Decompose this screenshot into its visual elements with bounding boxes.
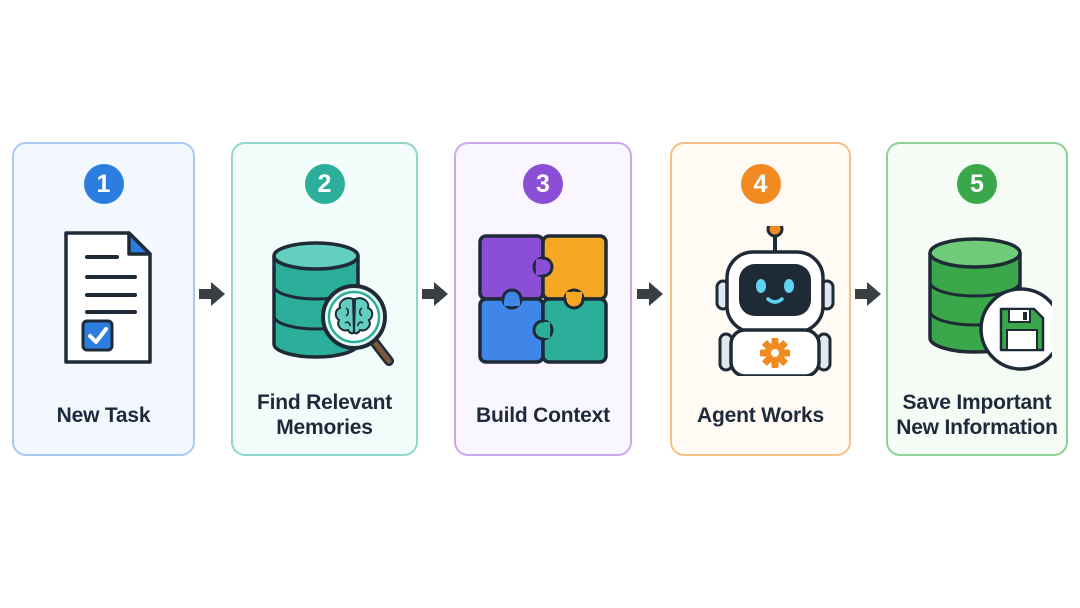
step-card-save-important-new-information: 5 Save Important New Information [886,142,1068,456]
step-number-badge: 3 [523,164,563,204]
arrow-right-icon [855,282,881,306]
step-label: Save Important New Information [896,391,1058,439]
database-save-icon [928,237,1052,371]
step-label: Build Context [476,404,610,427]
step-label: Find Relevant Memories [256,391,393,439]
step-card-find-relevant-memories: 2 Find Relevant Memories [231,142,418,456]
document-checkbox-icon [63,231,152,364]
step-number-badge: 5 [957,164,997,204]
step-number-badge: 1 [83,164,124,204]
arrow-right-icon [422,282,448,306]
arrow-right-icon [199,282,225,306]
step-number-badge: 4 [740,164,781,204]
puzzle-icon [478,234,608,364]
arrow-right-icon [637,282,663,306]
step-number-badge: 2 [304,164,345,204]
step-card-build-context: 3 Build Context [454,142,632,456]
step-card-agent-works: 4 Agent Works [670,142,851,456]
database-brain-search-icon [271,241,394,366]
step-label: Agent Works [697,404,824,427]
robot-gear-icon [715,226,834,376]
step-label: New Task [56,404,151,427]
step-card-new-task: 1 New Task [12,142,195,456]
